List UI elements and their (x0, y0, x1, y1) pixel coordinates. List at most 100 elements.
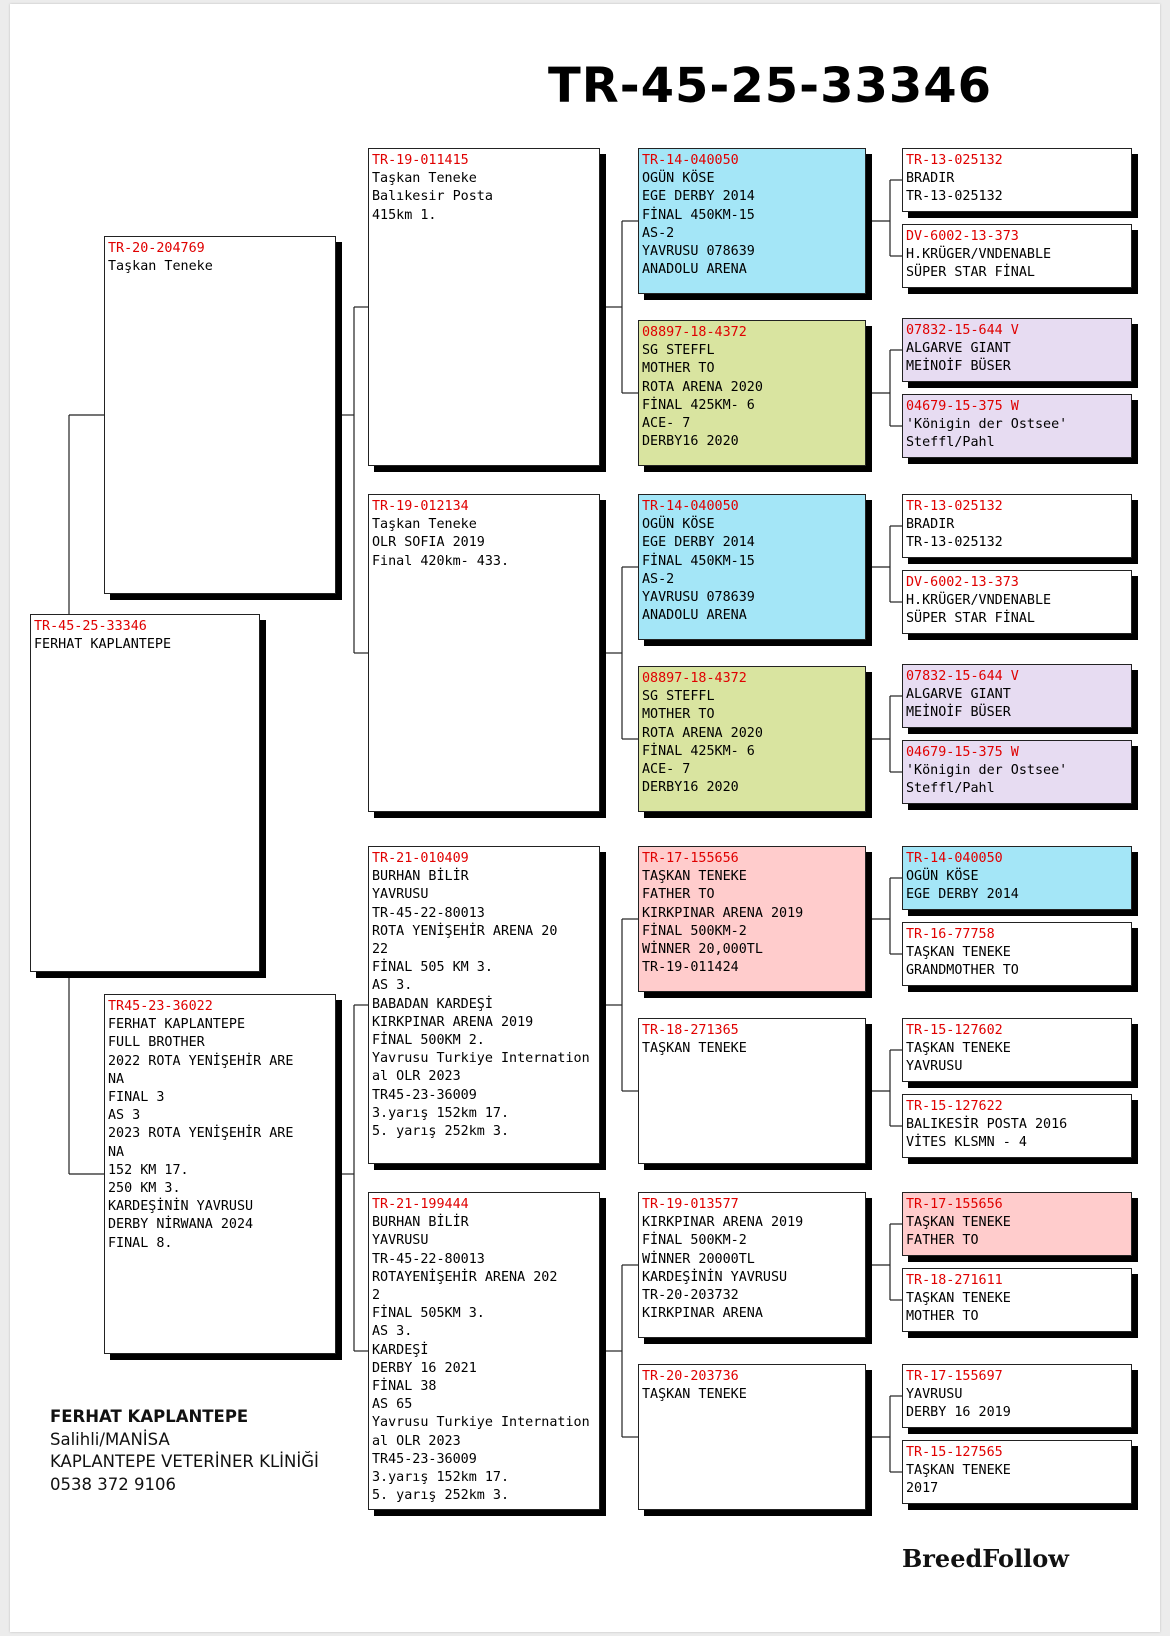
pedigree-line: ROTA ARENA 2020 (642, 725, 763, 741)
pedigree-line: 3.yarış 152km 17. (372, 1470, 510, 1486)
pedigree-id: 07832-15-644 V (906, 323, 1019, 338)
pedigree-line: EGE DERBY 2014 (906, 887, 1019, 903)
pedigree-line: 152 KM 17. (108, 1162, 189, 1178)
owner-info: FERHAT KAPLANTEPE Salihli/MANİSA KAPLANT… (50, 1406, 319, 1496)
pedigree-line: Taşkan Teneke (372, 171, 477, 187)
pedigree-line: H.KRÜGER/VNDENABLE (906, 247, 1052, 263)
pedigree-id: TR-19-012134 (372, 499, 469, 514)
pedigree-line: 22 (372, 942, 389, 958)
pedigree-line: ROTA YENİŞEHİR ARENA 20 (372, 923, 558, 939)
pedigree-id: TR-15-127565 (906, 1445, 1003, 1460)
pedigree-line: ACE- 7 (642, 416, 691, 432)
pedigree-line: VİTES KLSMN - 4 (906, 1135, 1027, 1151)
pedigree-line: 3.yarış 152km 17. (372, 1105, 510, 1121)
pedigree-line: Yavrusu Turkiye Internation (372, 1051, 590, 1067)
pedigree-id: 08897-18-4372 (642, 325, 747, 340)
pedigree-line: H.KRÜGER/VNDENABLE (906, 593, 1052, 609)
pedigree-line: EGE DERBY 2014 (642, 189, 755, 205)
pedigree-line: FİNAL 505KM 3. (372, 1306, 485, 1322)
pedigree-line: FİNAL 425KM- 6 (642, 397, 755, 413)
pedigree-line: SG STEFFL (642, 343, 715, 359)
pedigree-line: WİNNER 20000TL (642, 1251, 755, 1267)
pedigree-id: TR-19-013577 (642, 1197, 739, 1212)
pedigree-line: TAŞKAN TENEKE (906, 1463, 1011, 1479)
pedigree-line: OLR SOFIA 2019 (372, 535, 485, 551)
pedigree-id: TR-14-040050 (642, 499, 739, 514)
pedigree-box-g4: 04679-15-375 W'Königin der Ostsee'Steffl… (902, 394, 1132, 458)
pedigree-line: MEİNOİF BÜSER (906, 705, 1011, 721)
pedigree-line: ANADOLU ARENA (642, 608, 747, 624)
pedigree-line: 415km 1. (372, 207, 437, 223)
pedigree-id: TR-18-271365 (642, 1023, 739, 1038)
pedigree-id: DV-6002-13-373 (906, 575, 1019, 590)
pedigree-id: TR-20-204769 (108, 241, 205, 256)
pedigree-line: FULL BROTHER (108, 1035, 205, 1051)
pedigree-line: Steffl/Pahl (906, 435, 995, 451)
pedigree-line: KIRKPINAR ARENA 2019 (372, 1014, 534, 1030)
pedigree-line: KIRKPINAR ARENA 2019 (642, 1215, 804, 1231)
pedigree-id: TR-15-127622 (906, 1099, 1003, 1114)
pedigree-line: SÜPER STAR FİNAL (906, 265, 1035, 281)
pedigree-id: TR-17-155697 (906, 1369, 1003, 1384)
pedigree-line: KIRKPINAR ARENA 2019 (642, 905, 804, 921)
pedigree-line: al OLR 2023 (372, 1069, 461, 1085)
pedigree-line: GRANDMOTHER TO (906, 963, 1019, 979)
pedigree-line: BALIKESİR POSTA 2016 (906, 1117, 1068, 1133)
owner-phone: 0538 372 9106 (50, 1474, 176, 1494)
pedigree-line: TAŞKAN TENEKE (642, 1041, 747, 1057)
pedigree-line: YAVRUSU 078639 (642, 590, 755, 606)
pedigree-line: OGÜN KÖSE (906, 869, 979, 885)
pedigree-id: TR-14-040050 (642, 153, 739, 168)
pedigree-id: TR-17-155656 (642, 851, 739, 866)
pedigree-id: 04679-15-375 W (906, 745, 1019, 760)
pedigree-line: ROTAYENİŞEHİR ARENA 202 (372, 1269, 558, 1285)
pedigree-id: TR-16-77758 (906, 927, 995, 942)
pedigree-line: KARDEŞİNİN YAVRUSU (642, 1269, 788, 1285)
pedigree-line: TR-45-22-80013 (372, 905, 485, 921)
pedigree-line: DERBY16 2020 (642, 780, 739, 796)
pedigree-id: TR-13-025132 (906, 153, 1003, 168)
pedigree-id: TR-20-203736 (642, 1369, 739, 1384)
pedigree-line: TR-19-011424 (642, 960, 739, 976)
pedigree-line: KARDEŞİ (372, 1342, 429, 1358)
pedigree-id: TR-15-127602 (906, 1023, 1003, 1038)
pedigree-line: FİNAL 505 KM 3. (372, 960, 493, 976)
pedigree-line: FERHAT KAPLANTEPE (108, 1017, 246, 1033)
pedigree-id: TR45-23-36022 (108, 999, 213, 1014)
pedigree-line: BABADAN KARDEŞİ (372, 996, 493, 1012)
pedigree-line: FİNAL 38 (372, 1379, 437, 1395)
pedigree-line: AS 3. (372, 1324, 413, 1340)
pedigree-line: ALGARVE GIANT (906, 341, 1011, 357)
pedigree-line: MOTHER TO (642, 361, 715, 377)
pedigree-title: TR-45-25-33346 (548, 58, 993, 114)
pedigree-line: ALGARVE GIANT (906, 687, 1011, 703)
pedigree-line: TR-13-025132 (906, 535, 1003, 551)
pedigree-line: 250 KM 3. (108, 1181, 181, 1197)
pedigree-id: 04679-15-375 W (906, 399, 1019, 414)
pedigree-line: Final 420km- 433. (372, 553, 510, 569)
pedigree-line: TR45-23-36009 (372, 1451, 477, 1467)
pedigree-line: YAVRUSU (906, 1387, 963, 1403)
pedigree-line: YAVRUSU 078639 (642, 244, 755, 260)
pedigree-line: TAŞKAN TENEKE (906, 1291, 1011, 1307)
pedigree-line: 2 (372, 1288, 381, 1304)
pedigree-line: AS-2 (642, 225, 675, 241)
pedigree-line: MOTHER TO (906, 1309, 979, 1325)
pedigree-line: Balıkesir Posta (372, 189, 493, 205)
pedigree-id: 08897-18-4372 (642, 671, 747, 686)
pedigree-line: KIRKPINAR ARENA (642, 1306, 763, 1322)
pedigree-line: BRADIR (906, 517, 955, 533)
pedigree-line: 'Königin der Ostsee' (906, 763, 1068, 779)
